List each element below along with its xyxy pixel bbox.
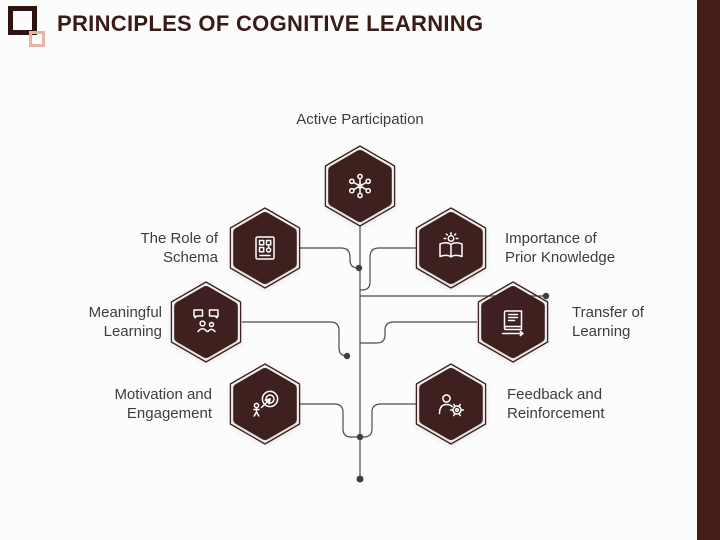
label-feedback-and-reinforcement: Feedback and Reinforcement [507, 386, 605, 422]
target-achievement-icon [253, 390, 279, 417]
label-transfer-of-learning: Transfer of Learning [572, 304, 644, 340]
book-transfer-icon [501, 310, 524, 337]
discussion-icon [193, 309, 219, 333]
hex-node-transfer-of-learning [471, 278, 555, 366]
right-accent-bar [697, 0, 720, 540]
schema-document-icon [255, 236, 275, 260]
label-importance-of-prior-knowledge: Importance of Prior Knowledge [505, 230, 616, 266]
label-meaningful-learning: Meaningful Learning [88, 304, 162, 340]
hex-node-the-role-of-schema [223, 204, 307, 292]
hex-node-active-participation [318, 142, 402, 230]
hex-node-importance-of-prior-knowledge [409, 204, 493, 292]
label-active-participation: Active Participation [296, 111, 424, 128]
connector-dots [343, 264, 550, 483]
hex-node-meaningful-learning [164, 278, 248, 366]
network-icon [348, 173, 372, 199]
hex-node-motivation-and-engagement [223, 360, 307, 448]
person-gear-icon [438, 394, 465, 417]
open-book-idea-icon [439, 232, 463, 258]
label-motivation-and-engagement: Motivation and Engagement [114, 386, 212, 422]
title-decor-square-pink [29, 31, 45, 47]
title-decor-square-dark [8, 6, 37, 35]
label-the-role-of-schema: The Role of Schema [140, 230, 218, 266]
page-title: PRINCIPLES OF COGNITIVE LEARNING [57, 11, 484, 36]
hex-node-feedback-and-reinforcement [409, 360, 493, 448]
